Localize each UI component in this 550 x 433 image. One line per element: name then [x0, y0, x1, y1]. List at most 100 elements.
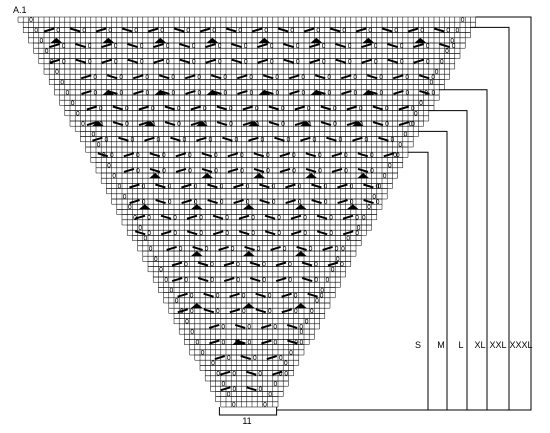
yarn-over-symbol	[322, 58, 326, 64]
decrease-symbol	[346, 105, 358, 111]
yarn-over-symbol	[344, 168, 348, 173]
decrease-symbol	[290, 214, 302, 220]
yarn-over-symbol	[258, 370, 262, 376]
yarn-over-symbol	[145, 90, 149, 95]
yarn-over-symbol	[219, 183, 223, 189]
yarn-over-symbol	[273, 324, 277, 329]
yarn-over-symbol	[177, 121, 181, 126]
decrease-symbol	[257, 43, 268, 49]
yarn-over-symbol	[70, 100, 75, 106]
yarn-over-symbol	[140, 58, 144, 64]
decrease-symbol	[164, 105, 176, 111]
decrease-symbol	[383, 152, 395, 158]
yarn-over-symbol	[251, 214, 255, 220]
yarn-over-symbol	[324, 199, 328, 204]
yarn-over-symbol	[175, 298, 179, 303]
yarn-over-symbol	[329, 230, 333, 236]
decrease-symbol	[341, 89, 352, 95]
decrease-symbol	[322, 245, 333, 251]
decrease-symbol	[43, 27, 55, 33]
yarn-over-symbol	[411, 121, 415, 126]
yarn-over-symbol	[355, 230, 359, 236]
decrease-symbol	[123, 152, 135, 158]
decrease-symbol	[175, 167, 187, 173]
double-decrease-symbol	[242, 251, 255, 257]
yarn-over-symbol	[379, 90, 384, 95]
yarn-over-symbol	[393, 152, 397, 158]
decrease-symbol	[300, 136, 311, 142]
double-decrease-symbol	[362, 89, 375, 95]
decrease-symbol	[246, 386, 257, 392]
decrease-symbol	[355, 27, 367, 33]
decrease-symbol	[229, 308, 241, 314]
yarn-over-symbol	[225, 230, 229, 236]
double-decrease-symbol	[149, 173, 162, 179]
yarn-over-symbol	[315, 298, 319, 303]
double-decrease-symbol	[102, 37, 115, 43]
yarn-over-symbol	[450, 38, 454, 43]
yarn-over-symbol	[231, 246, 235, 251]
yarn-over-symbol	[327, 74, 331, 80]
double-decrease-symbol	[258, 37, 271, 43]
yarn-over-symbol	[182, 136, 186, 142]
yarn-over-symbol	[34, 27, 38, 33]
yarn-over-symbol	[336, 256, 340, 262]
double-decrease-symbol	[154, 89, 167, 95]
yarn-over-symbol	[119, 90, 123, 95]
decrease-symbol	[171, 261, 183, 267]
decrease-symbol	[439, 43, 450, 49]
yarn-over-symbol	[216, 370, 220, 376]
yarn-over-symbol	[210, 277, 214, 282]
decrease-symbol	[270, 245, 281, 251]
decrease-symbol	[207, 199, 218, 205]
yarn-over-symbol	[318, 168, 322, 173]
double-decrease-symbol	[232, 339, 245, 345]
yarn-over-symbol	[275, 90, 280, 95]
yarn-over-symbol	[227, 355, 231, 360]
decrease-symbol	[153, 58, 165, 64]
yarn-over-symbol	[461, 17, 465, 22]
yarn-over-symbol	[199, 214, 203, 220]
decrease-symbol	[305, 152, 317, 158]
yarn-over-symbol	[344, 152, 348, 158]
yarn-over-symbol	[197, 74, 201, 80]
yarn-over-symbol	[314, 277, 318, 282]
yarn-over-symbol	[385, 105, 389, 111]
decrease-symbol	[398, 105, 410, 111]
decrease-symbol	[179, 58, 191, 64]
decrease-symbol	[121, 27, 133, 33]
yarn-over-symbol	[214, 168, 218, 173]
yarn-over-symbol	[367, 204, 371, 210]
double-decrease-symbol	[294, 303, 307, 309]
yarn-over-symbol	[99, 105, 103, 111]
double-decrease-symbol	[190, 303, 203, 309]
double-decrease-symbol	[352, 121, 364, 127]
decrease-symbol	[214, 355, 226, 361]
yarn-over-symbol	[325, 277, 330, 282]
yarn-over-symbol	[419, 100, 423, 106]
yarn-over-symbol	[420, 27, 424, 33]
yarn-over-symbol	[225, 214, 229, 220]
decrease-symbol	[283, 43, 294, 49]
double-decrease-symbol	[50, 37, 63, 43]
yarn-over-symbol	[223, 90, 227, 95]
decrease-symbol	[361, 43, 372, 49]
yarn-over-symbol	[379, 74, 383, 80]
decrease-symbol	[155, 199, 166, 205]
size-label-xxl: XXL	[489, 340, 506, 350]
decrease-symbol	[346, 121, 358, 127]
yarn-over-symbol	[232, 370, 236, 376]
decrease-symbol	[372, 121, 384, 127]
yarn-over-symbol	[284, 360, 288, 366]
yarn-over-symbol	[307, 105, 311, 111]
decrease-symbol	[363, 199, 374, 205]
yarn-over-symbol	[76, 110, 80, 116]
yarn-over-symbol	[264, 27, 268, 33]
decrease-symbol	[101, 58, 113, 64]
double-decrease-symbol	[300, 121, 312, 127]
decrease-symbol	[149, 152, 161, 158]
yarn-over-symbol	[112, 173, 116, 178]
decrease-symbol	[181, 199, 192, 205]
yarn-over-symbol	[301, 74, 305, 80]
